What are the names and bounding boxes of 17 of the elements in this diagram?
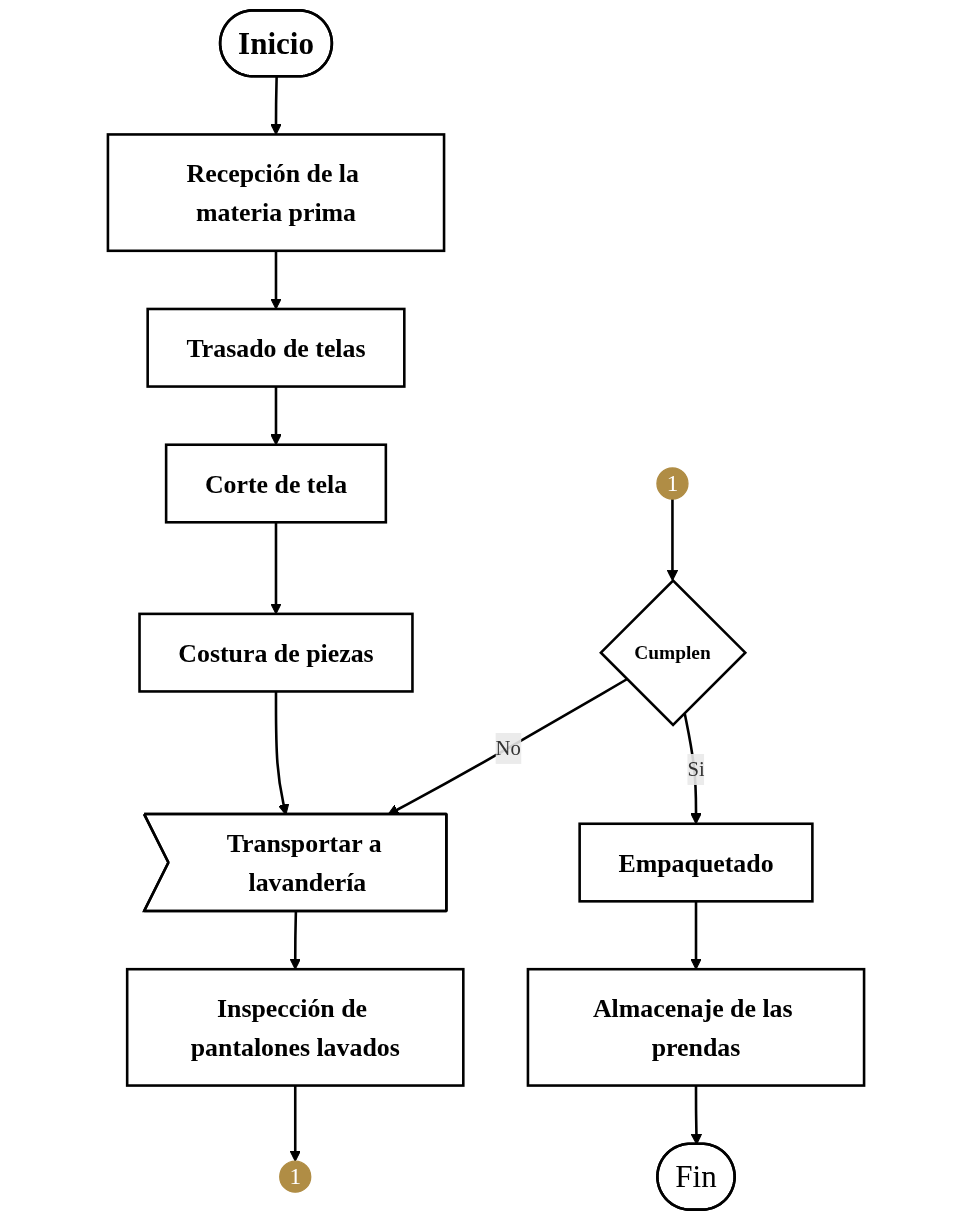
- arrow: [666, 499, 679, 581]
- arrow: [289, 1085, 301, 1162]
- node-diamond: Cumplen: [599, 578, 748, 727]
- edge-label: No: [495, 736, 521, 759]
- edge-label: Si: [687, 757, 705, 780]
- arrow: [289, 911, 301, 970]
- arrow: [690, 901, 702, 970]
- node-box: Empaquetado: [578, 822, 814, 903]
- arrow: [270, 76, 282, 135]
- node-box: Trasado de telas: [146, 307, 406, 388]
- node-box: Recepción de la materia prima: [106, 133, 446, 253]
- node-circle: 1: [656, 467, 689, 500]
- node-box: Inspección de pantalones lavados: [125, 967, 465, 1087]
- node-box: Corte de tela: [164, 443, 388, 524]
- node-circle: 1: [279, 1160, 312, 1193]
- node-box: Almacenaje de las prendas: [526, 967, 866, 1087]
- node-box: Costura de piezas: [138, 612, 414, 693]
